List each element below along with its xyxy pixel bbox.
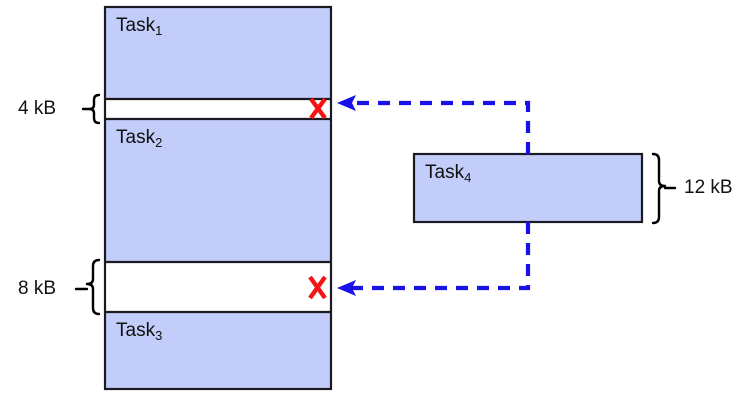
memory-block-gap1 xyxy=(105,99,331,119)
size-label-gap1: 4 kB xyxy=(18,98,57,119)
brace-incoming xyxy=(651,152,677,225)
arrow-to-gap1 xyxy=(337,95,531,154)
size-label-incoming: 12 kB xyxy=(684,177,733,198)
memory-block-label-task1: Task1 xyxy=(116,15,163,38)
size-label-gap2: 8 kB xyxy=(18,278,57,299)
memory-block-label-task2: Task2 xyxy=(116,127,163,150)
brace-gap2 xyxy=(74,258,101,316)
memory-column-border xyxy=(103,5,333,391)
arrow-to-gap2 xyxy=(337,222,531,296)
memory-block-task3 xyxy=(105,312,331,389)
memory-block-gap2 xyxy=(105,262,331,312)
memory-block-label-task3: Task3 xyxy=(116,320,163,343)
x-mark-gap1 xyxy=(309,97,327,120)
brace-gap1 xyxy=(81,93,101,125)
memory-block-task1 xyxy=(105,7,331,99)
x-mark-gap2 xyxy=(308,275,327,300)
memory-column xyxy=(103,5,333,391)
incoming-task-label: Task4 xyxy=(425,162,472,185)
memory-block-task2 xyxy=(105,119,331,262)
